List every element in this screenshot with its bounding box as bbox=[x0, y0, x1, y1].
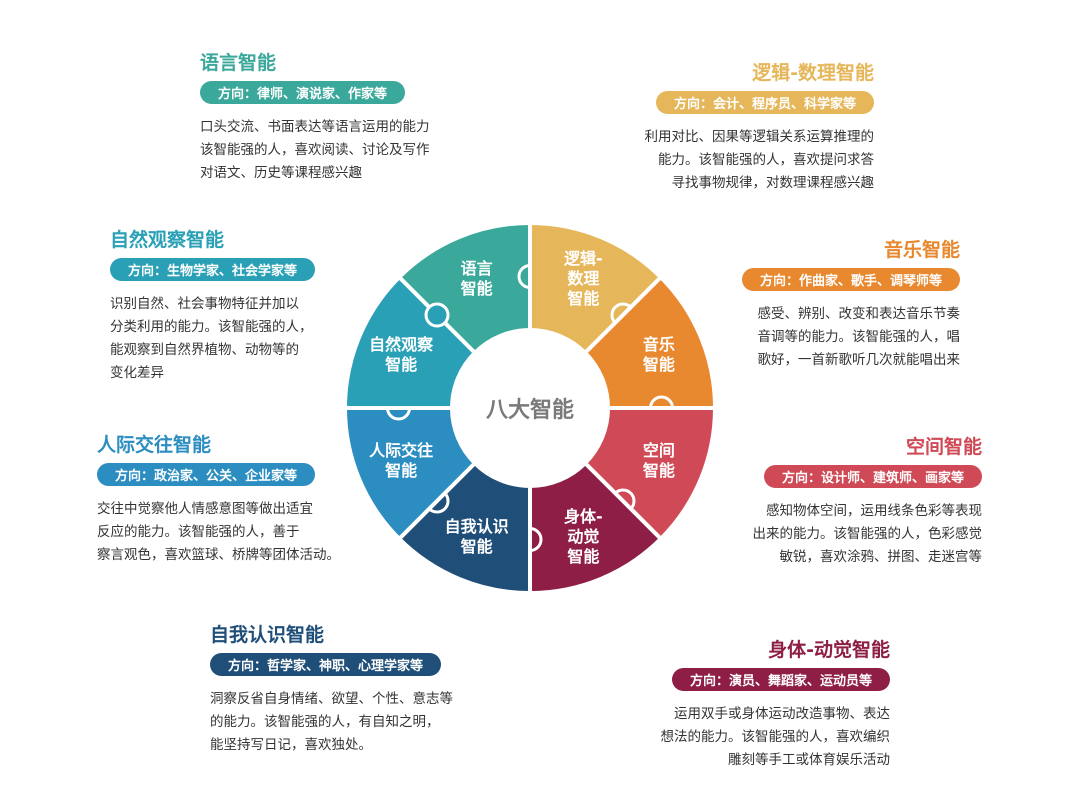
card-bodily: 身体-动觉智能 方向：演员、舞蹈家、运动员等 运用双手或身体运动改造事物、表达想… bbox=[661, 635, 891, 772]
card-description: 感知物体空间，运用线条色彩等表现出来的能力。该智能强的人，色彩感觉敏锐，喜欢涂鸦… bbox=[753, 500, 983, 569]
description-line: 想法的能力。该智能强的人，喜欢编织 bbox=[660, 729, 891, 745]
card-title: 逻辑-数理智能 bbox=[752, 62, 874, 84]
card-description: 利用对比、因果等逻辑关系运算推理的能力。该智能强的人，喜欢提问求答寻找事物规律，… bbox=[645, 126, 875, 195]
ring-label-language: 语言智能 bbox=[460, 259, 493, 299]
card-title: 音乐智能 bbox=[883, 239, 960, 261]
description-line: 分类利用的能力。该智能强的人， bbox=[110, 319, 313, 335]
description-line: 出来的能力。该智能强的人，色彩感觉 bbox=[752, 526, 983, 542]
card-logic: 逻辑-数理智能 方向：会计、程序员、科学家等 利用对比、因果等逻辑关系运算推理的… bbox=[645, 58, 875, 195]
description-line: 洞察反省自身情绪、欲望、个性、意志等 bbox=[210, 691, 453, 707]
card-title: 空间智能 bbox=[905, 436, 982, 458]
ring-segment-naturalist bbox=[342, 274, 478, 410]
ring-label-music: 音乐智能 bbox=[642, 334, 675, 374]
direction-badge: 方向：政治家、公关、企业家等 bbox=[97, 463, 316, 486]
description-line: 能坚持写日记，喜欢独处。 bbox=[210, 737, 372, 753]
card-intrapersonal: 自我认识智能 方向：哲学家、神职、心理学家等 洞察反省自身情绪、欲望、个性、意志… bbox=[210, 620, 453, 757]
card-title: 自我认识智能 bbox=[210, 624, 325, 646]
description-line: 变化差异 bbox=[110, 365, 164, 381]
card-title: 语言智能 bbox=[200, 52, 277, 74]
description-line: 感受、辨别、改变和表达音乐节奏 bbox=[757, 306, 961, 322]
description-line: 该智能强的人，喜欢阅读、讨论及写作 bbox=[200, 142, 430, 158]
card-spatial: 空间智能 方向：设计师、建筑师、画家等 感知物体空间，运用线条色彩等表现出来的能… bbox=[753, 432, 983, 569]
description-line: 寻找事物规律，对数理课程感兴趣 bbox=[671, 175, 875, 191]
description-line: 能力。该智能强的人，喜欢提问求答 bbox=[658, 152, 874, 168]
card-language: 语言智能 方向：律师、演说家、作家等 口头交流、书面表达等语言运用的能力该智能强… bbox=[200, 48, 430, 185]
card-description: 洞察反省自身情绪、欲望、个性、意志等的能力。该智能强的人，有自知之明， 能坚持写日… bbox=[210, 688, 453, 757]
card-description: 运用双手或身体运动改造事物、表达想法的能力。该智能强的人，喜欢编织雕刻等手工或体… bbox=[661, 703, 891, 772]
card-description: 感受、辨别、改变和表达音乐节奏音调等的能力。该智能强的人，唱歌好，一首新歌听几次… bbox=[742, 303, 961, 372]
ring-label-naturalist: 自然观察智能 bbox=[369, 334, 434, 374]
description-line: 雕刻等手工或体育娱乐活动 bbox=[728, 752, 890, 768]
description-line: 敏锐，喜欢涂鸦、拼图、走迷宫等 bbox=[779, 549, 983, 565]
description-line: 反应的能力。该智能强的人，善于 bbox=[97, 524, 300, 540]
center-title: 八大智能 bbox=[485, 398, 575, 423]
description-line: 对语文、历史等课程感兴趣 bbox=[200, 165, 362, 181]
card-interpersonal: 人际交往智能 方向：政治家、公关、企业家等 交往中觉察他人情感意图等做出适宜反应… bbox=[97, 430, 340, 567]
direction-badge: 方向：作曲家、歌手、调琴师等 bbox=[741, 268, 960, 291]
ring-label-logic: 逻辑-数理智能 bbox=[564, 249, 603, 309]
description-line: 感知物体空间，运用线条色彩等表现 bbox=[766, 503, 982, 519]
description-line: 运用双手或身体运动改造事物、表达 bbox=[674, 706, 890, 722]
direction-badge: 方向：生物学家、社会学家等 bbox=[110, 258, 316, 281]
direction-badge: 方向：演员、舞蹈家、运动员等 bbox=[671, 668, 890, 691]
card-music: 音乐智能 方向：作曲家、歌手、调琴师等 感受、辨别、改变和表达音乐节奏音调等的能… bbox=[741, 235, 961, 372]
card-description: 识别自然、社会事物特征并加以分类利用的能力。该智能强的人， 能观察到自然界植物、动… bbox=[110, 293, 315, 385]
card-title: 身体-动觉智能 bbox=[768, 639, 890, 661]
direction-badge: 方向：设计师、建筑师、画家等 bbox=[763, 465, 982, 488]
description-line: 的能力。该智能强的人，有自知之明， bbox=[210, 714, 440, 730]
puzzle-knob bbox=[424, 302, 450, 328]
card-description: 交往中觉察他人情感意图等做出适宜反应的能力。该智能强的人，善于察言观色，喜欢篮球… bbox=[97, 498, 340, 567]
card-title: 自然观察智能 bbox=[110, 229, 225, 251]
description-line: 察言观色，喜欢篮球、桥牌等团体活动。 bbox=[97, 547, 340, 563]
description-line: 识别自然、社会事物特征并加以 bbox=[110, 296, 299, 312]
description-line: 音调等的能力。该智能强的人，唱 bbox=[757, 329, 961, 345]
card-description: 口头交流、书面表达等语言运用的能力该智能强的人，喜欢阅读、讨论及写作对语文、历史… bbox=[200, 116, 430, 185]
direction-badge: 方向：律师、演说家、作家等 bbox=[200, 81, 406, 104]
direction-badge: 方向：哲学家、神职、心理学家等 bbox=[210, 653, 442, 676]
card-naturalist: 自然观察智能 方向：生物学家、社会学家等 识别自然、社会事物特征并加以分类利用的… bbox=[110, 225, 316, 385]
description-line: 利用对比、因果等逻辑关系运算推理的 bbox=[644, 129, 875, 145]
card-title: 人际交往智能 bbox=[97, 434, 212, 456]
direction-badge: 方向：会计、程序员、科学家等 bbox=[655, 91, 874, 114]
description-line: 交往中觉察他人情感意图等做出适宜 bbox=[97, 501, 313, 517]
description-line: 歌好，一首新歌听几次就能唱出来 bbox=[757, 352, 961, 368]
description-line: 能观察到自然界植物、动物等的 bbox=[110, 342, 299, 358]
ring-label-spatial: 空间智能 bbox=[642, 441, 675, 481]
ring-label-intrapersonal: 自我认识智能 bbox=[444, 516, 509, 556]
ring-label-bodily: 身体-动觉智能 bbox=[564, 506, 603, 566]
description-line: 口头交流、书面表达等语言运用的能力 bbox=[200, 119, 430, 135]
ring-label-interpersonal: 人际交往智能 bbox=[369, 441, 434, 481]
